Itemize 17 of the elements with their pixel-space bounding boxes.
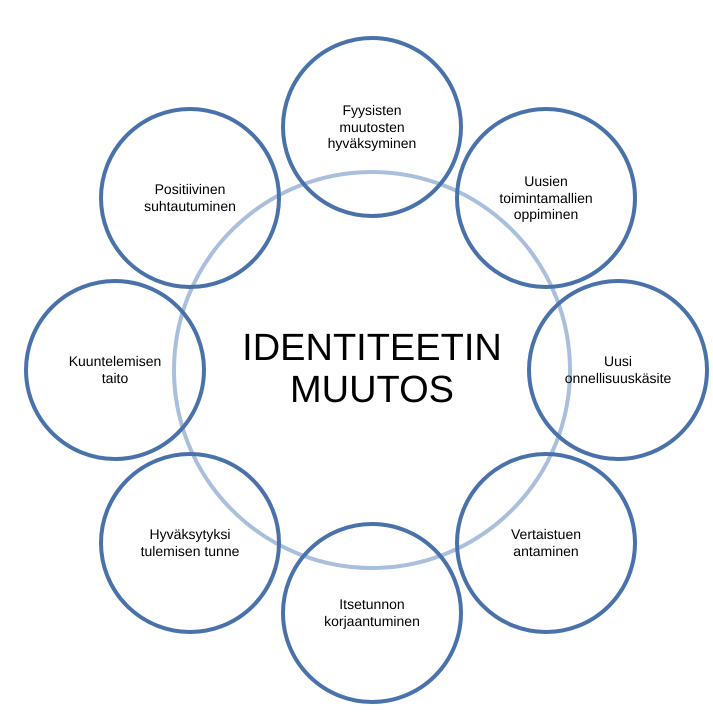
circle-label: Hyväksytyksi tulemisen tunne (140, 526, 240, 560)
circle-label: Itsetunnon korjaantuminen (323, 596, 421, 630)
center-title: IDENTITEETIN MUUTOS (241, 328, 503, 412)
circle-label: Vertaistuen antaminen (510, 526, 582, 560)
circle-node (24, 279, 206, 461)
circle-label: Uusien toimintamallien oppiminen (498, 172, 594, 224)
circle-label: Fyysisten muutosten hyväksyminen (326, 102, 418, 152)
circle-node (99, 452, 281, 634)
circle-label: Positiivinen suhtautuminen (143, 181, 237, 215)
circle-node (281, 522, 463, 704)
circle-label: Kuuntelemisen taito (68, 353, 162, 387)
circle-node (99, 107, 281, 289)
circle-node (527, 279, 709, 461)
circle-node (455, 452, 637, 634)
circle-node (455, 107, 637, 289)
circle-label: Uusi onnellisuuskäsite (564, 353, 672, 387)
circle-node (281, 36, 463, 218)
